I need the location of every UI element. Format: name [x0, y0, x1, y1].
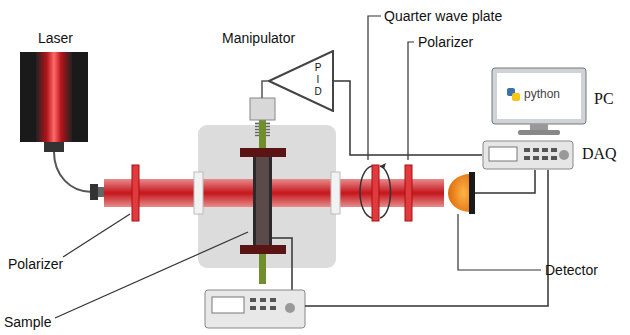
part-label: Manipulator: [222, 30, 295, 46]
laser-beam: [104, 179, 444, 207]
part-label: Detector: [545, 262, 598, 278]
polarizer-plate: [132, 165, 139, 221]
node-text: DAQ: [582, 145, 617, 163]
monitor-screen: [497, 73, 581, 119]
node-text: PC: [594, 90, 614, 108]
pid-controller: P I D: [268, 50, 334, 112]
clamp-bottom: [240, 245, 286, 254]
sample-block: [253, 157, 272, 245]
monitor-frame: [492, 68, 586, 124]
node-text: P I D: [314, 62, 322, 98]
node-text: python: [524, 87, 560, 101]
manipulator-actuator: [250, 98, 275, 120]
part-label: Quarter wave plate: [384, 8, 502, 24]
polarizer-plate: [405, 165, 412, 221]
part-label: Sample: [4, 314, 51, 330]
daq-device: DAQ: [482, 140, 574, 170]
signal-wire: [334, 81, 482, 155]
quarter-wave-plate: [372, 165, 379, 221]
laser-body: [20, 52, 88, 142]
clamp-top: [240, 148, 286, 157]
lock-in-instrument: [205, 290, 305, 328]
part-label: Laser: [38, 30, 73, 46]
wire-path: [334, 81, 482, 155]
daq-box: [483, 141, 573, 169]
detector-dome: [448, 174, 470, 212]
part-label: Polarizer: [418, 34, 473, 50]
part-label: Polarizer: [8, 256, 63, 272]
pc-monitor: pythonPC: [490, 66, 588, 136]
fiber-connector: [90, 184, 98, 200]
pid-triangle: [269, 51, 333, 111]
laser-beam-stripe: [36, 52, 72, 142]
